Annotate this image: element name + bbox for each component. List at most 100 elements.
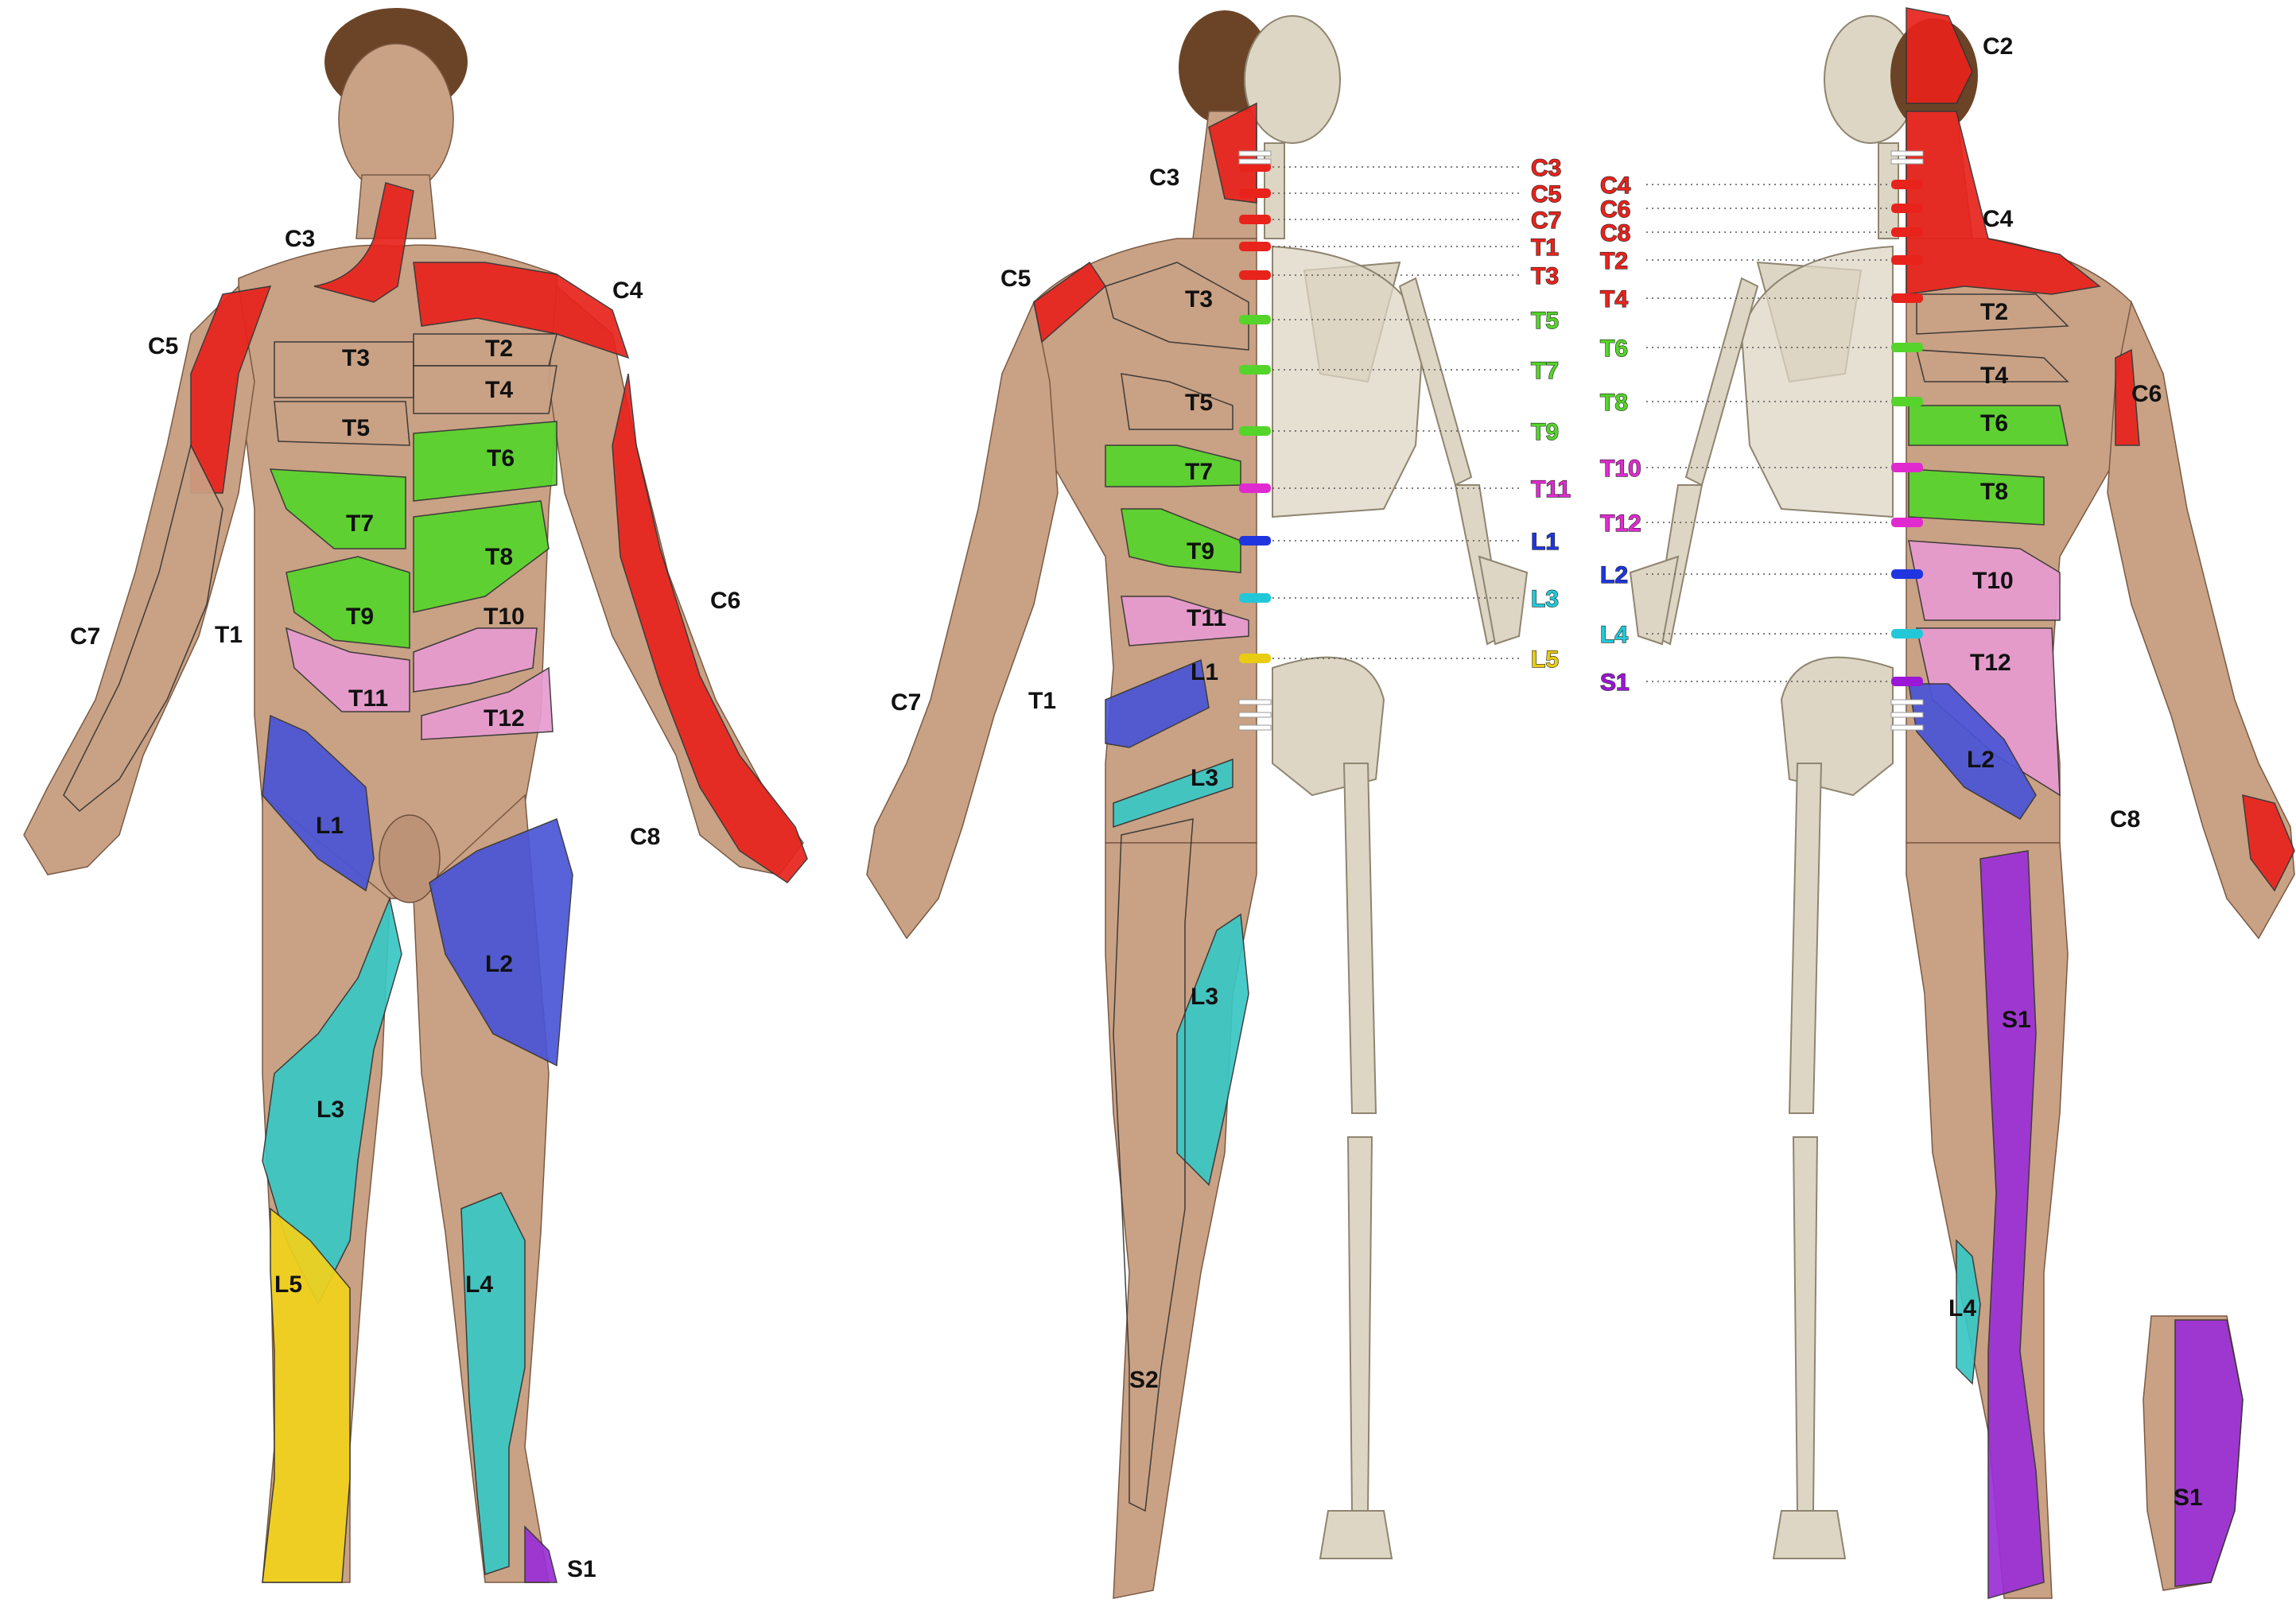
back-left-label-t9: T9 <box>1187 538 1214 565</box>
spinal-level-c6: C6 <box>1600 196 1923 223</box>
spinal-level-label: C5 <box>1531 181 1561 208</box>
spinal-level-label: L3 <box>1531 586 1559 612</box>
front-label-l3: L3 <box>317 1097 344 1123</box>
foot-sole-inset: S1 <box>2143 1316 2243 1590</box>
front-label-c7: C7 <box>70 623 100 650</box>
back-right-zone-c4 <box>1906 111 2100 294</box>
spinal-marker <box>1891 397 1923 406</box>
spinal-marker <box>1239 365 1271 375</box>
spinal-level-label: L2 <box>1600 562 1628 588</box>
spinal-level-label: S1 <box>1600 670 1630 696</box>
spinal-level-c8: C8 <box>1600 220 1923 247</box>
back-left-tibia <box>1348 1137 1372 1511</box>
vertebra-tick <box>1239 159 1271 164</box>
spinal-level-label: L1 <box>1531 529 1559 555</box>
back-right-label-t2: T2 <box>1980 299 2008 325</box>
front-label-t4: T4 <box>485 377 513 403</box>
front-label-l1: L1 <box>316 813 344 839</box>
spinal-level-label: C7 <box>1531 208 1561 234</box>
spinal-level-label: T8 <box>1600 390 1628 416</box>
back-right-zone-t8 <box>1909 469 2044 525</box>
front-label-s1: S1 <box>567 1556 596 1582</box>
back-left-figure <box>867 10 1527 1598</box>
spinal-marker <box>1891 677 1923 686</box>
front-label-l4: L4 <box>465 1271 493 1298</box>
spinal-marker <box>1239 593 1271 603</box>
back-left-label-t5: T5 <box>1185 390 1213 416</box>
back-right-femur <box>1789 763 1821 1113</box>
back-left-label-l3-upper: L3 <box>1191 765 1218 791</box>
back-right-zone-c2 <box>1906 8 1972 103</box>
front-label-t2: T2 <box>485 336 513 362</box>
back-left-label-l3-lower: L3 <box>1191 984 1218 1010</box>
spinal-level-label: T7 <box>1531 358 1559 384</box>
spinal-level-label: T1 <box>1531 235 1559 261</box>
back-right-cervical <box>1878 143 1898 239</box>
spinal-level-label: L4 <box>1600 622 1628 648</box>
back-right-label-t12: T12 <box>1970 650 2011 676</box>
spinal-level-label: L5 <box>1531 646 1559 673</box>
back-left-arm <box>867 302 1058 938</box>
front-label-t3: T3 <box>342 345 370 371</box>
spinal-marker <box>1891 343 1923 352</box>
front-label-t7: T7 <box>346 510 374 537</box>
vertebra-tick <box>1891 151 1923 156</box>
spinal-marker <box>1239 426 1271 436</box>
spinal-marker <box>1891 227 1923 237</box>
vertebra-tick <box>1239 725 1271 730</box>
vertebra-tick <box>1239 712 1271 717</box>
back-left-label-t7: T7 <box>1185 459 1213 485</box>
spinal-marker <box>1239 242 1271 251</box>
front-label-c3: C3 <box>285 226 315 252</box>
spinal-marker <box>1891 204 1923 213</box>
back-left-label-c5: C5 <box>1000 266 1031 292</box>
front-label-t6: T6 <box>487 445 515 472</box>
front-label-t8: T8 <box>485 544 513 570</box>
back-left-label-t3: T3 <box>1185 286 1213 312</box>
front-figure <box>24 8 807 1582</box>
spinal-level-label: T5 <box>1531 308 1559 334</box>
spinal-level-label: C8 <box>1600 220 1630 247</box>
back-left-label-t11: T11 <box>1187 605 1226 631</box>
vertebra-tick <box>1239 151 1271 156</box>
front-label-t11: T11 <box>348 685 388 712</box>
front-label-c5: C5 <box>148 333 178 359</box>
spinal-marker <box>1239 188 1271 198</box>
spinal-marker <box>1891 518 1923 527</box>
back-left-foot <box>1320 1511 1392 1559</box>
back-left-label-t1: T1 <box>1028 688 1056 714</box>
spinal-marker <box>1891 569 1923 579</box>
spinal-level-label: T4 <box>1600 286 1628 312</box>
spinal-level-label: C4 <box>1600 173 1631 199</box>
back-left-label-s2: S2 <box>1129 1367 1159 1393</box>
back-left-label-c7: C7 <box>891 689 921 716</box>
spinal-level-c3: C3 <box>1239 155 1561 181</box>
front-head <box>339 44 453 195</box>
back-right-label-t4: T4 <box>1980 363 2008 389</box>
front-label-c6: C6 <box>710 588 740 614</box>
spinal-level-label: C6 <box>1600 196 1630 223</box>
spinal-marker <box>1239 215 1271 224</box>
back-right-label-l4: L4 <box>1948 1295 1976 1322</box>
back-right-foot <box>1773 1511 1845 1559</box>
vertebra-tick <box>1891 725 1923 730</box>
back-left-femur <box>1344 763 1376 1113</box>
front-label-c8: C8 <box>630 824 660 850</box>
spinal-level-label: T3 <box>1531 263 1559 289</box>
spinal-level-l1: L1 <box>1239 529 1559 555</box>
spinal-marker <box>1891 629 1923 639</box>
spinal-marker <box>1239 270 1271 280</box>
back-right-label-c6: C6 <box>2131 381 2162 407</box>
back-left-label-c3: C3 <box>1149 165 1179 191</box>
back-right-label-c8: C8 <box>2110 806 2140 833</box>
spinal-level-c4: C4 <box>1600 173 1923 199</box>
back-right-label-c4: C4 <box>1983 206 2014 232</box>
vertebra-tick <box>1239 700 1271 705</box>
front-label-t5: T5 <box>342 415 370 441</box>
spinal-marker <box>1239 536 1271 545</box>
front-label-t12: T12 <box>484 705 525 732</box>
spinal-marker <box>1239 654 1271 663</box>
back-right-label-t8: T8 <box>1980 479 2008 505</box>
front-label-l2: L2 <box>485 951 513 977</box>
spinal-marker <box>1891 293 1923 303</box>
